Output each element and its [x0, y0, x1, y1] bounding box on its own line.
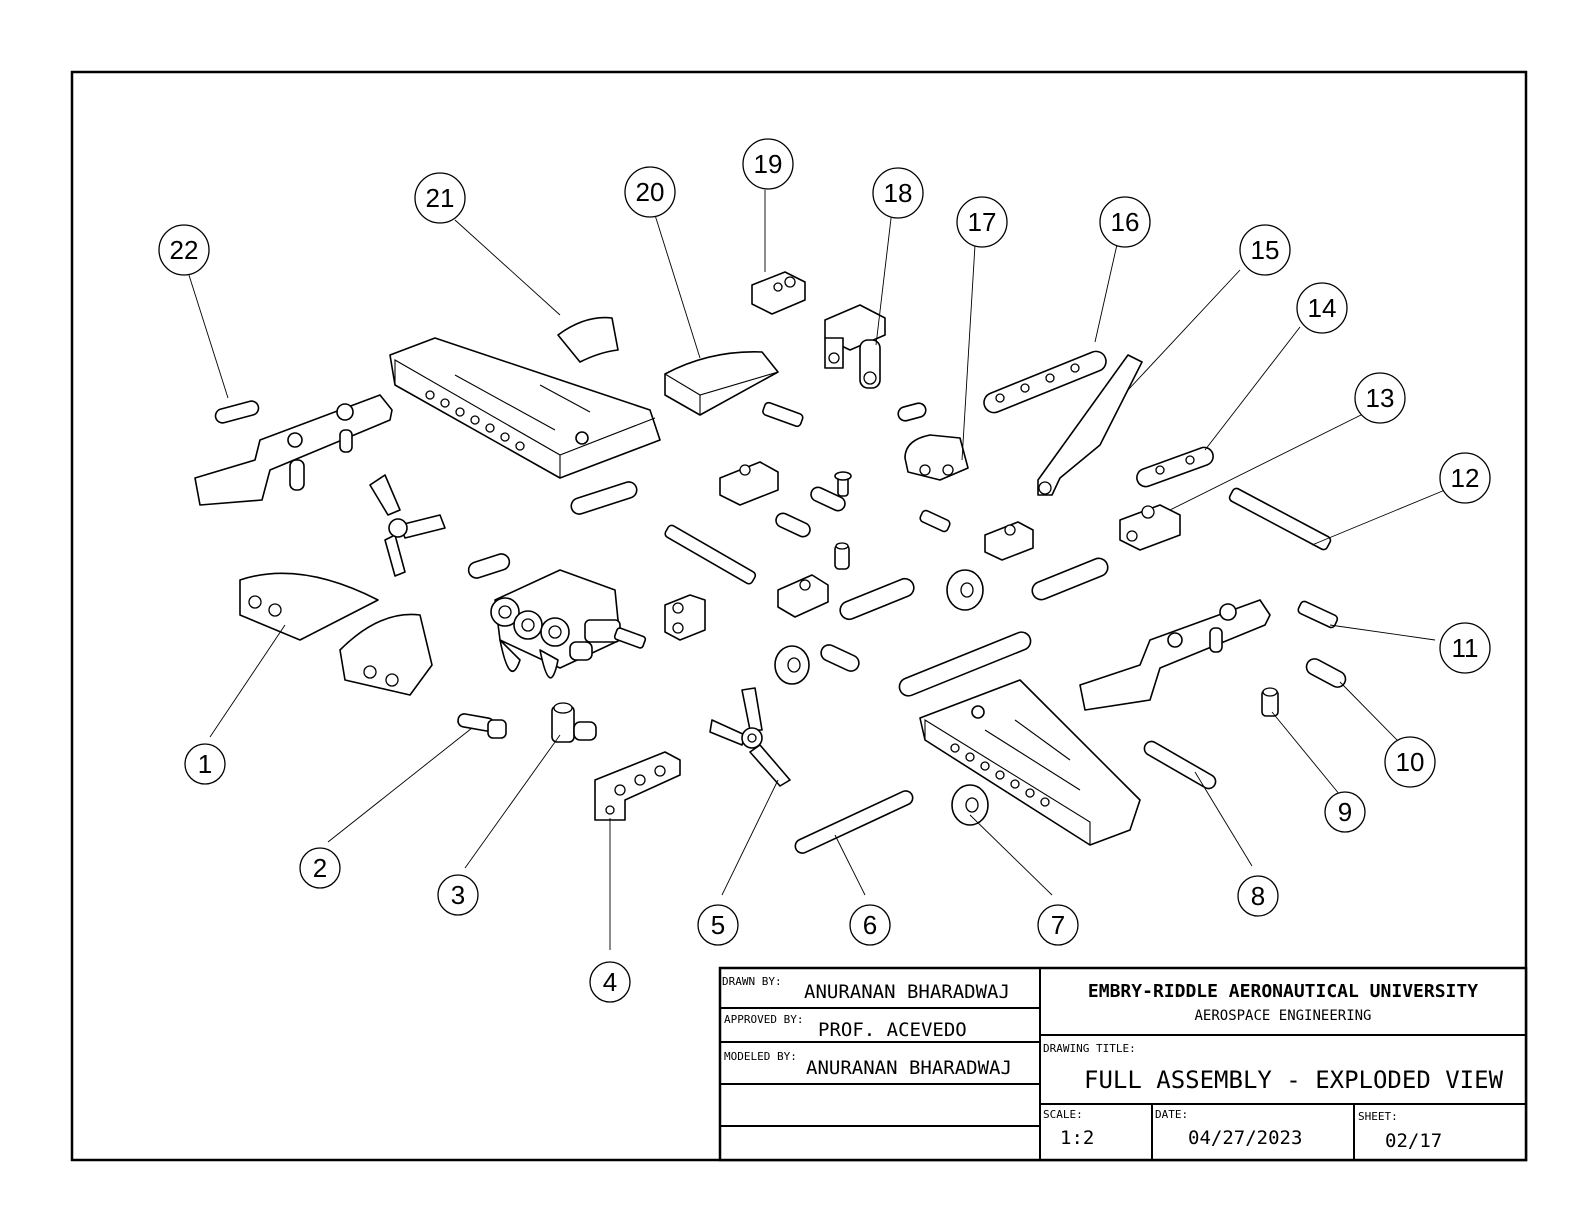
balloon-number: 8 [1251, 881, 1265, 911]
date-value: 04/27/2023 [1188, 1127, 1302, 1149]
balloon-number: 13 [1366, 383, 1395, 413]
balloon-number: 15 [1251, 235, 1280, 265]
date-label: DATE: [1155, 1108, 1188, 1121]
part-9-bushing [1261, 687, 1279, 717]
sheet-value: 02/17 [1385, 1130, 1442, 1152]
part-17-angled-connector [904, 434, 969, 481]
balloon: 5 [697, 904, 739, 946]
part-6-rod [794, 790, 914, 854]
drawing-title: FULL ASSEMBLY - EXPLODED VIEW [1084, 1066, 1504, 1094]
title-block: DRAWN BY: ANURANAN BHARADWAJ APPROVED BY… [718, 966, 1528, 1162]
part-10-pin [1305, 658, 1347, 688]
part-13-axle-connector [1119, 504, 1181, 551]
balloon: 6 [849, 904, 891, 946]
approved-by-label: APPROVED BY: [724, 1013, 803, 1026]
balloon: 4 [589, 961, 631, 1003]
part-5-propeller [709, 687, 791, 787]
organization-name: EMBRY-RIDDLE AERONAUTICAL UNIVERSITY [1088, 981, 1478, 1002]
balloon: 12 [1439, 452, 1491, 504]
balloon: 16 [1099, 196, 1151, 248]
balloon: 9 [1324, 791, 1366, 833]
part-1-curved-slopes [239, 572, 433, 696]
balloon-number: 5 [711, 910, 725, 940]
balloon: 11 [1439, 622, 1491, 674]
balloon-number: 4 [603, 967, 617, 997]
balloon-group: 1 2 3 4 5 6 7 8 9 10 11 12 13 14 15 16 1… [158, 138, 1491, 1003]
balloon-number: 7 [1051, 910, 1065, 940]
part-2-angle-pin [457, 713, 507, 739]
part-15-flap [1037, 354, 1143, 496]
approved-by-value: PROF. ACEVEDO [818, 1019, 967, 1041]
part-14-short-beam [1136, 446, 1214, 488]
sheet-label: SHEET: [1358, 1110, 1398, 1123]
part-16-long-beam [983, 350, 1107, 414]
balloon-number: 12 [1451, 463, 1480, 493]
balloon: 19 [742, 138, 794, 190]
department-name: AEROSPACE ENGINEERING [1194, 1008, 1371, 1024]
balloon: 2 [299, 847, 341, 889]
part-control-arm-upper [194, 394, 393, 506]
part-3-angle-connector [551, 702, 597, 743]
balloon: 22 [158, 224, 210, 276]
balloon: 10 [1384, 736, 1436, 788]
balloon-number: 6 [863, 910, 877, 940]
balloon-number: 3 [451, 880, 465, 910]
drawn-by-label: DRAWN BY: [722, 975, 782, 988]
balloon-number: 22 [170, 235, 199, 265]
balloon-number: 18 [884, 178, 913, 208]
balloon-number: 21 [426, 183, 455, 213]
balloon: 13 [1354, 372, 1406, 424]
balloon-number: 10 [1396, 747, 1425, 777]
balloon: 1 [184, 743, 226, 785]
part-control-arm-lower [1079, 599, 1271, 711]
exploded-parts [194, 271, 1347, 854]
leader-lines [187, 190, 1446, 950]
balloon-number: 1 [198, 749, 212, 779]
part-wing-panel-upper [389, 337, 661, 479]
part-19-connector-block [751, 271, 806, 315]
balloon-number: 19 [754, 149, 783, 179]
part-wing-panel-lower [919, 679, 1141, 846]
balloon-number: 2 [313, 853, 327, 883]
scale-label: SCALE: [1043, 1108, 1083, 1121]
part-misc-small [369, 401, 1109, 697]
drawing-title-label: DRAWING TITLE: [1043, 1042, 1136, 1055]
balloon-number: 16 [1111, 207, 1140, 237]
balloon-number: 17 [968, 207, 997, 237]
part-12-axle [1228, 487, 1332, 551]
balloon: 7 [1037, 904, 1079, 946]
balloon: 14 [1296, 282, 1348, 334]
part-20-long-slope [664, 351, 779, 416]
part-21-curved-slope [557, 316, 619, 363]
modeled-by-value: ANURANAN BHARADWAJ [806, 1057, 1012, 1079]
part-8-long-pin [1143, 740, 1217, 790]
part-center-assembly [490, 569, 647, 679]
balloon: 17 [956, 196, 1008, 248]
balloon: 8 [1237, 875, 1279, 917]
balloon-number: 14 [1308, 293, 1337, 323]
scale-value: 1:2 [1060, 1127, 1094, 1149]
balloon: 21 [414, 172, 466, 224]
part-7-washer [951, 784, 989, 826]
part-18-bracket [824, 304, 886, 389]
balloon: 3 [437, 874, 479, 916]
balloon-number: 20 [636, 177, 665, 207]
balloon: 15 [1239, 224, 1291, 276]
part-11-short-axle [1297, 600, 1339, 629]
balloon-number: 9 [1338, 797, 1352, 827]
part-22-pin [214, 400, 260, 424]
balloon: 18 [872, 167, 924, 219]
part-4-l-beam [594, 751, 681, 821]
modeled-by-label: MODELED BY: [724, 1050, 797, 1063]
drawn-by-value: ANURANAN BHARADWAJ [804, 981, 1010, 1003]
balloon-number: 11 [1452, 633, 1479, 663]
balloon: 20 [624, 166, 676, 218]
